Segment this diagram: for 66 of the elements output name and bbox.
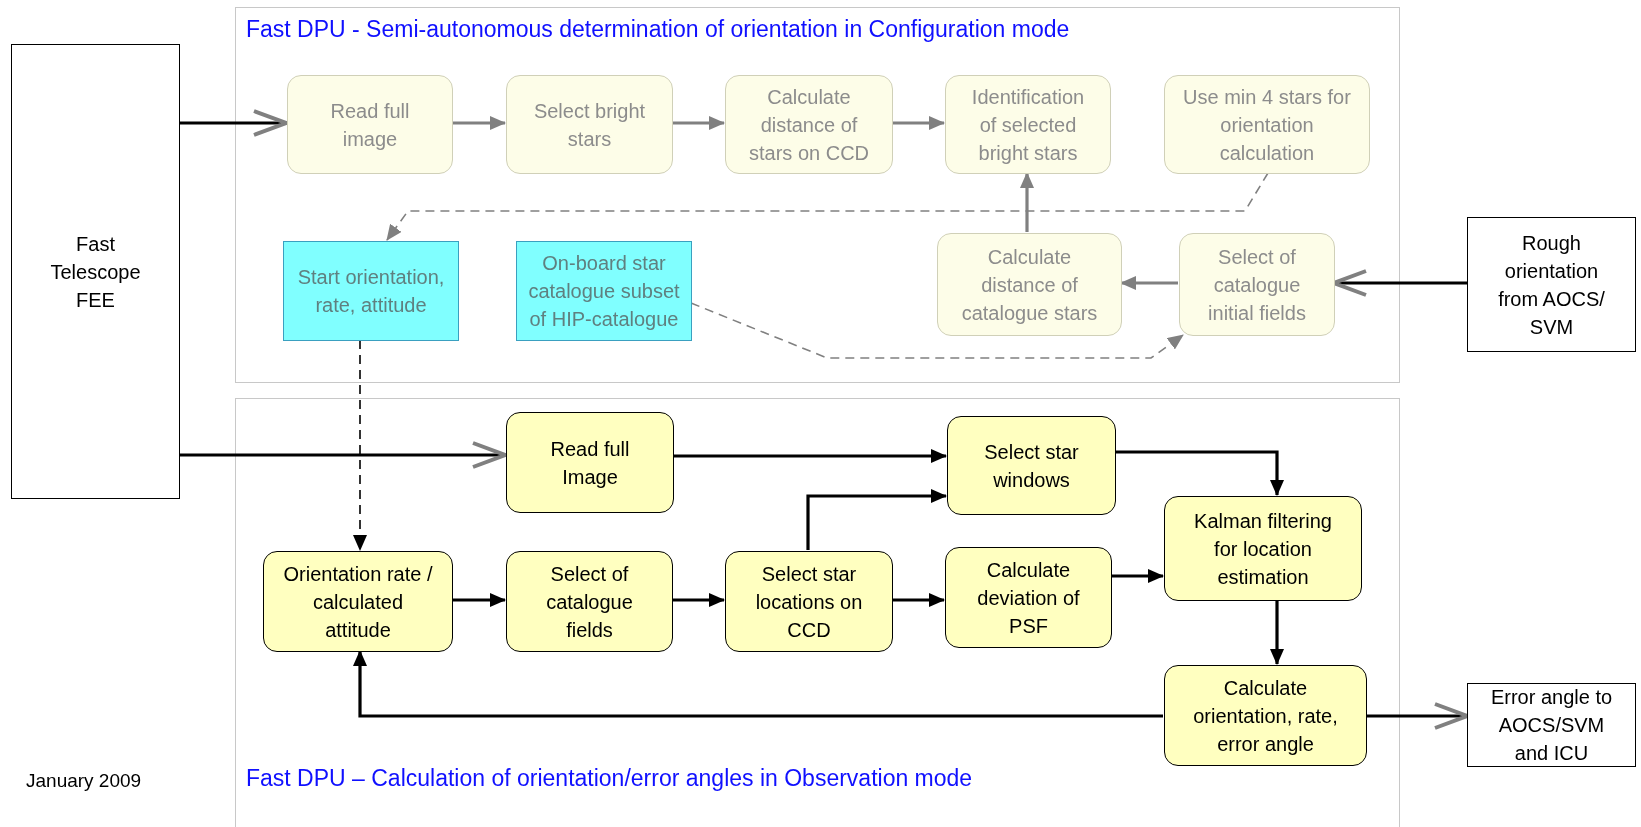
process-box — [506, 75, 673, 174]
box-text: Read full image — [329, 98, 411, 152]
process-box — [287, 75, 453, 174]
box-text: Error angle to AOCS/SVM and ICU — [1489, 685, 1614, 766]
arrow — [1120, 276, 1178, 290]
box-text: Rough orientation from AOCS/ SVM — [1497, 230, 1606, 340]
data-box — [516, 241, 692, 341]
box-text: Fast Telescope FEE — [49, 231, 142, 313]
arrow — [672, 116, 725, 130]
external-box — [1467, 683, 1636, 767]
arrow — [452, 116, 506, 130]
box-text: Select star locations on CCD — [754, 561, 864, 643]
process-box — [1164, 665, 1367, 766]
process-box — [1164, 496, 1362, 601]
arrow — [1020, 172, 1034, 232]
arrow — [1270, 600, 1284, 665]
box-text: Select bright stars — [532, 98, 647, 152]
box-text: Select of catalogue fields — [545, 561, 634, 643]
box-text: Kalman filtering for location estimation — [1193, 508, 1333, 590]
process-box — [506, 551, 673, 652]
process-box — [945, 547, 1112, 648]
date-note: January 2009 — [26, 770, 142, 792]
panel-title: Fast DPU - Semi-autonomous determination of orientation in Configuration mode — [246, 16, 1070, 43]
arrow — [353, 650, 1163, 718]
arrow — [1332, 269, 1467, 297]
box-text: Orientation rate / calculated attitude — [282, 561, 434, 643]
arrow — [386, 172, 1269, 241]
box-text: Calculate deviation of PSF — [976, 557, 1081, 639]
process-box — [263, 551, 453, 652]
data-box — [283, 241, 459, 341]
arrow — [672, 593, 725, 607]
external-box — [1467, 217, 1636, 352]
arrow — [690, 302, 1184, 359]
arrow — [353, 339, 367, 551]
arrow — [180, 441, 507, 469]
arrow — [892, 593, 945, 607]
arrow — [1366, 702, 1469, 730]
process-box — [947, 416, 1116, 515]
box-text: Select of catalogue initial fields — [1207, 244, 1307, 326]
arrow — [180, 109, 288, 137]
arrow — [673, 449, 947, 463]
arrow — [806, 489, 947, 550]
process-box — [937, 233, 1122, 336]
process-box — [945, 75, 1111, 174]
box-text: Start orientation, rate, attitude — [296, 265, 446, 318]
panel-title: Fast DPU – Calculation of orientation/error angles in Observation mode — [246, 765, 973, 792]
process-box — [506, 412, 674, 513]
box-text: Select star windows — [983, 439, 1080, 493]
box-text: Calculate distance of stars on CCD — [748, 84, 870, 166]
box-text: Identification of selected bright stars — [970, 84, 1086, 166]
process-box — [725, 551, 893, 652]
box-text: On-board star catalogue subset of HIP-catalogue — [527, 251, 681, 332]
box-text: Use min 4 stars for orientation calculation — [1182, 84, 1352, 166]
arrow — [1111, 569, 1164, 583]
box-text: Calculate orientation, rate, error angle — [1192, 675, 1339, 757]
arrow — [1115, 450, 1284, 496]
arrow — [452, 593, 506, 607]
process-box — [1179, 233, 1335, 336]
process-box — [725, 75, 893, 174]
arrow — [892, 116, 945, 130]
external-box — [11, 44, 180, 499]
box-text: Calculate distance of catalogue stars — [960, 244, 1099, 326]
mode-panel — [235, 7, 1400, 383]
mode-panel — [235, 398, 1400, 827]
process-box — [1164, 75, 1370, 174]
box-text: Read full Image — [549, 436, 631, 490]
